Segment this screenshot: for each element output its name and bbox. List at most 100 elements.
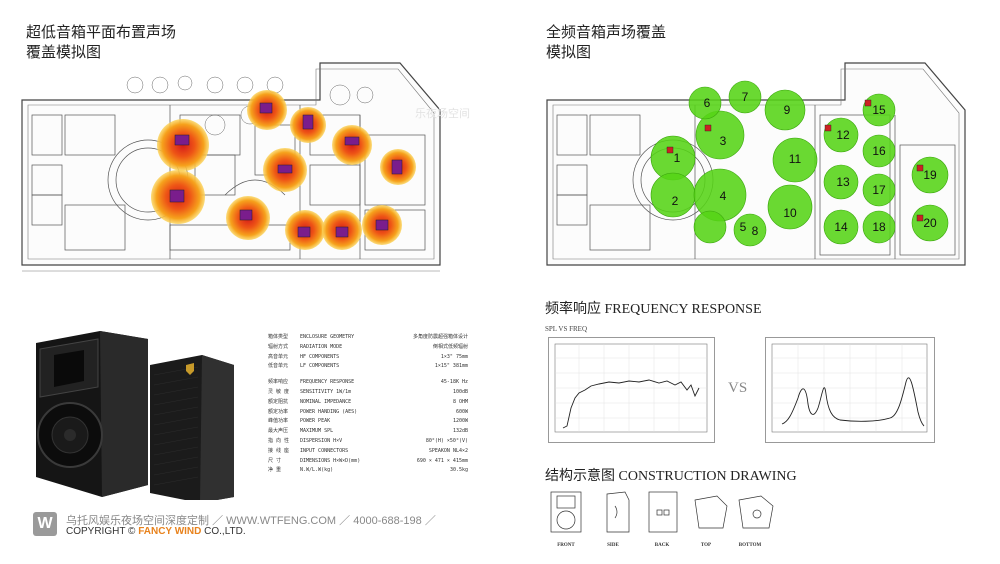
speaker-product-photo [36, 331, 234, 500]
spec-row: 箱体类型 ENCLOSURE GEOMETRY 多角度防震超强箱体设计 [268, 333, 468, 343]
footer-copyright: COPYRIGHT © FANCY WIND CO.,LTD. [66, 526, 246, 537]
spec-cell-en: SENSITIVITY 1W/1m [300, 388, 352, 395]
footer-line1: 乌托风娱乐夜场空间深度定制 ／ WWW.WTFENG.COM ／ 4000-68… [66, 512, 436, 528]
spec-row: 低音单元 LF COMPONENTS 1×15" 381mm [268, 362, 468, 372]
spec-cell-cn: 额定阻抗 [268, 398, 289, 405]
footer-copyright-prefix: COPYRIGHT © [66, 526, 136, 537]
spec-cell-val: 45-18K Hz [440, 379, 468, 386]
zone-label-17: 17 [872, 183, 886, 197]
spec-cell-cn: 高音单元 [268, 353, 289, 360]
spec-cell-val: SPEAKON NL4×2 [428, 447, 468, 454]
footer-separator-2: ／ [339, 515, 351, 527]
spec-cell-val: 100dB [452, 388, 468, 395]
spec-cell-val: 8 OHM [452, 398, 468, 405]
zone-label-4: 4 [720, 189, 727, 203]
frequency-vs-label: VS [728, 380, 748, 396]
zone-label-10: 10 [783, 206, 797, 220]
spec-cell-en: INPUT CONNECTORS [300, 447, 349, 454]
spec-cell-en: RADIATION MODE [300, 343, 343, 350]
spec-cell-cn: 频率响应 [268, 379, 289, 386]
zone-label-2: 2 [672, 194, 679, 208]
footer-separator-1: ／ [212, 515, 224, 527]
frequency-curve-left [562, 379, 700, 429]
spec-cell-cn: 最大声压 [268, 428, 289, 435]
spec-cell-val: 1×15" 381mm [434, 363, 468, 370]
spec-row: 指 向 性 DISPERSION H×V 80°(H) ×50°(V) [268, 437, 468, 447]
spec-row: 额定阻抗 NOMINAL IMPEDANCE 8 OHM [268, 398, 468, 408]
footer-logo: W [33, 512, 57, 536]
spec-cell-cn: 净 重 [268, 467, 282, 474]
spec-cell-cn: 指 向 性 [268, 437, 290, 444]
spec-cell-val: 690 × 471 × 415mm [416, 457, 468, 464]
spec-cell-val: 80°(H) ×50°(V) [425, 437, 468, 444]
left-plan-title-line2: 覆盖模拟图 [26, 43, 102, 61]
right-floor-plan: 1 2 3 4 5 6 7 8 9 10 11 12 13 14 15 16 1… [546, 62, 966, 266]
spec-row: 辐射方式 RADIATION MODE 倒相式低频辐射 [268, 343, 468, 353]
footer-logo-glyph: W [37, 515, 53, 532]
zone-label-20: 20 [923, 216, 937, 230]
construction-drawing [550, 491, 774, 533]
spec-cell-en: DIMENSIONS H×W×D(mm) [300, 457, 361, 464]
footer-website-link[interactable]: WWW.WTFENG.COM [226, 515, 337, 527]
spec-row: 接 线 座 INPUT CONNECTORS SPEAKON NL4×2 [268, 447, 468, 457]
zone-label-11: 11 [789, 152, 802, 166]
spec-cell-cn: 辐射方式 [268, 343, 289, 350]
footer-company: 乌托风娱乐夜场空间深度定制 [66, 515, 209, 527]
construction-view-top: TOP [700, 543, 712, 548]
left-plan-title-line1: 超低音箱平面布置声场 [26, 23, 177, 41]
construction-view-front: FRONT [557, 543, 575, 548]
spec-cell-val: 30.5kg [449, 467, 468, 474]
zone-label-18: 18 [872, 220, 886, 234]
frequency-chart-right [765, 337, 935, 443]
spec-cell-en: NOMINAL IMPEDANCE [300, 398, 352, 405]
spec-row: 最大声压 MAXIMUM SPL 132dB [268, 427, 468, 437]
frequency-heading: 频率响应 FREQUENCY RESPONSE [545, 302, 762, 317]
construction-view-side: SIDE [607, 543, 619, 548]
spec-cell-cn: 接 线 座 [268, 447, 290, 454]
frequency-chart-left [548, 337, 715, 443]
spec-cell-cn: 额定功率 [268, 408, 289, 415]
spec-cell-en: N.W/L.W(kg) [300, 467, 334, 474]
spec-cell-val: 1×3" 75mm [440, 353, 468, 360]
zone-label-15: 15 [872, 103, 886, 117]
spec-row: 高音单元 HF COMPONENTS 1×3" 75mm [268, 353, 468, 363]
zone-label-16: 16 [872, 144, 886, 158]
spec-cell-cn: 灵 敏 度 [268, 388, 290, 395]
left-plan-title: 超低音箱平面布置声场 覆盖模拟图 [26, 22, 176, 62]
right-plan-title: 全频音箱声场覆盖 模拟图 [546, 22, 666, 62]
spec-cell-cn: 峰值功率 [268, 418, 289, 425]
spec-cell-en: POWER HANDING (AES) [300, 408, 358, 415]
spec-cell-val: 1200W [452, 418, 468, 425]
zone-label-13: 13 [836, 175, 850, 189]
spec-cell-en: LF COMPONENTS [300, 363, 340, 370]
spec-cell-cn: 低音单元 [268, 363, 289, 370]
zone-label-5: 5 [740, 220, 747, 234]
zone-label-7: 7 [742, 90, 749, 104]
construction-view-bottom: BOTTOM [738, 543, 762, 548]
spec-cell-val: 多角度防震超强箱体设计 [412, 334, 468, 340]
footer-phone: 4000-688-198 [353, 515, 422, 527]
footer-separator-3: ／ [424, 515, 436, 527]
right-plan-title-line1: 全频音箱声场覆盖 [546, 23, 667, 41]
spec-cell-val: 600W [455, 408, 468, 415]
construction-heading: 结构示意图 CONSTRUCTION DRAWING [545, 469, 797, 484]
spec-row: 峰值功率 POWER PEAK 1200W [268, 417, 468, 427]
spec-row: 额定功率 POWER HANDING (AES) 600W [268, 408, 468, 418]
spec-cell-val: 倒相式低频辐射 [432, 343, 468, 350]
spec-cell-en: HF COMPONENTS [300, 353, 340, 360]
spec-cell-cn: 箱体类型 [268, 334, 289, 340]
spec-cell-en: POWER PEAK [300, 418, 331, 425]
spec-cell-en: DISPERSION H×V [300, 437, 343, 444]
spec-cell-val: 132dB [452, 428, 468, 435]
zone-label-8: 8 [752, 224, 759, 238]
zone-label-12: 12 [836, 128, 850, 142]
spec-cell-en: MAXIMUM SPL [300, 428, 334, 435]
right-plan-title-line2: 模拟图 [546, 43, 592, 61]
spec-cell-en: ENCLOSURE GEOMETRY [300, 334, 355, 340]
left-floor-plan [21, 62, 441, 272]
footer-brand: FANCY WIND [138, 526, 202, 537]
zone-label-14: 14 [834, 220, 848, 234]
footer-copyright-suffix: CO.,LTD. [204, 526, 246, 537]
